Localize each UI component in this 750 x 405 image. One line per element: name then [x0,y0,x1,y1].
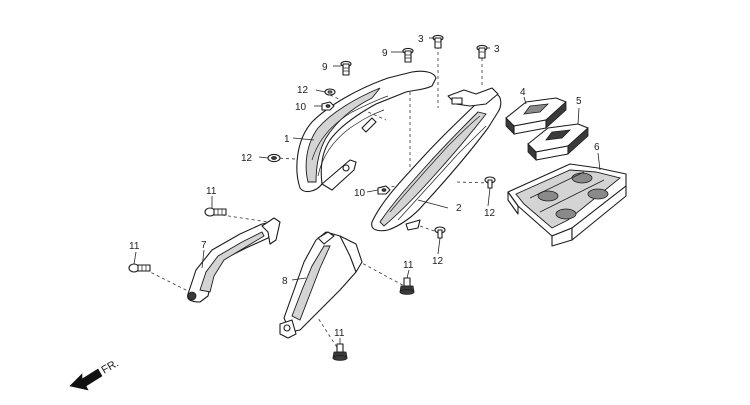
bolt-9-left [340,60,352,76]
nut-10-top [321,101,335,111]
part-4-cap [505,97,567,135]
callout-10-top: 10 [295,102,307,113]
part-5-cap [527,123,589,161]
grommet-12-right-upper [484,176,496,189]
part-1-left-grab-rail [296,70,437,193]
bolt-11-right [399,277,415,295]
callout-12-left: 12 [241,153,253,164]
bolt-3-left [432,34,444,49]
callout-11-bottom: 11 [334,328,345,339]
callout-7: 7 [201,240,207,251]
nut-10-mid [377,185,391,195]
front-direction-label: FR. [100,357,121,376]
callout-2: 2 [456,203,462,214]
leader-lines [133,37,601,344]
callout-11-lower-left: 11 [129,241,140,252]
collar-12-left [267,153,281,163]
callout-6: 6 [594,142,600,153]
front-direction-arrow-icon [69,368,103,391]
grommet-12-right-lower [434,226,446,239]
part-2-right-grab-rail [371,87,502,232]
callout-11-right: 11 [403,260,414,271]
callout-12-top: 12 [297,85,309,96]
callout-8: 8 [282,276,288,287]
bolt-11-upper-left [204,207,227,217]
callout-12-right-upper: 12 [484,208,496,219]
bolt-11-lower-left [128,263,151,273]
collar-12-top [324,88,336,96]
part-6-rear-carrier [507,163,627,247]
callout-4: 4 [520,87,526,98]
part-8-side-cover [279,231,363,339]
callout-9-right: 9 [382,48,388,59]
bolt-11-bottom [332,343,348,361]
callout-5: 5 [576,96,582,107]
callout-12-right-lower: 12 [432,256,444,267]
callout-9-left: 9 [322,62,328,73]
callout-labels: 3 3 9 9 12 10 1 12 10 2 12 12 4 5 6 11 1… [129,34,600,339]
part-7-left-bracket [187,217,281,303]
bolt-9-right [402,47,414,63]
callout-11-upper-left: 11 [206,186,217,197]
callout-3-right: 3 [494,44,500,55]
bolt-3-right [476,44,488,59]
callout-10-mid: 10 [354,188,366,199]
callout-1: 1 [284,134,290,145]
callout-3-left: 3 [418,34,424,45]
